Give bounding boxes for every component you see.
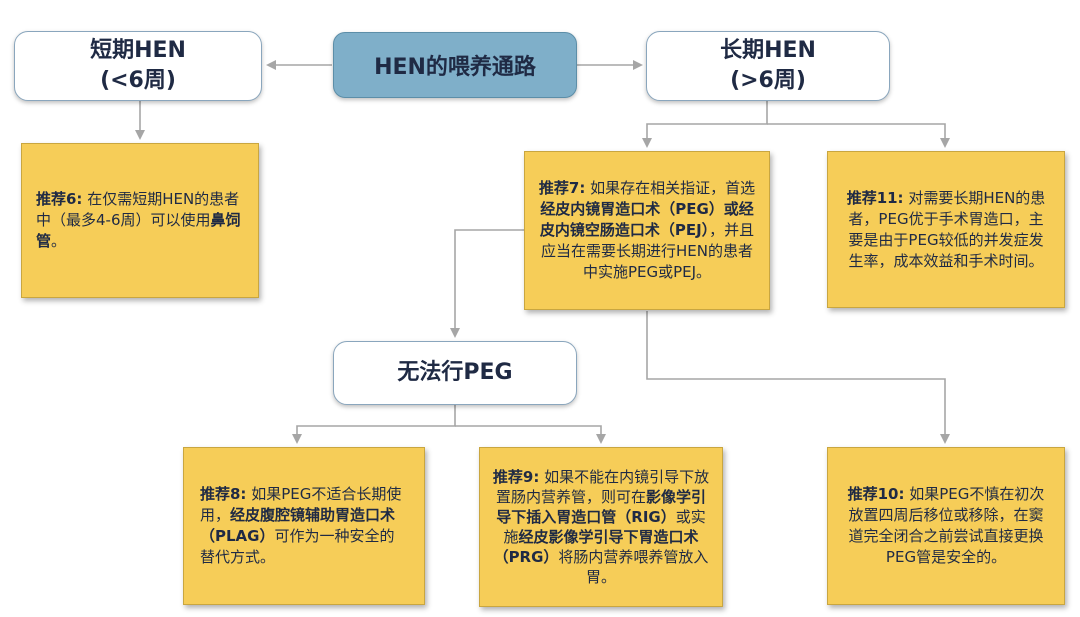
short-term-title: 短期HEN (90, 38, 186, 63)
no-peg-node: 无法行PEG (333, 341, 577, 405)
rec9-text2: 或实施 (503, 508, 706, 546)
rec7-label: 推荐7: (538, 179, 586, 197)
root-node: HEN的喂养通路 (333, 32, 577, 98)
recommendation-10: 推荐10: 如果PEG不慎在初次放置四周后移位或移除，在窦道完全闭合之前尝试直接… (827, 447, 1065, 605)
long-term-title: 长期HEN (720, 38, 816, 63)
rec9-text3: 将肠内营养喂养管放入胃。 (558, 548, 709, 586)
rec8-text2: 可作为一种安全的替代方式。 (200, 527, 395, 566)
rec6-label: 推荐6: (36, 190, 83, 208)
connector-long-split (642, 101, 768, 148)
recommendation-9: 推荐9: 如果不能在内镜引导下放置肠内营养管，则可在影像学引导下插入胃造口管（R… (479, 447, 723, 607)
recommendation-11: 推荐11: 对需要长期HEN的患者，PEG优于手术胃造口，主要是由于PEG较低的… (827, 151, 1065, 308)
connector-long-rec11 (767, 123, 950, 148)
rec10-text1: 如果PEG不慎在初次放置四周后移位或移除，在窦道完全闭合之前尝试直接更换PEG管… (848, 485, 1045, 566)
rec7-text2: ，并且应当在需要长期进行HEN的患者中实施PEG或PEJ。 (541, 221, 755, 281)
root-title: HEN的喂养通路 (374, 55, 536, 80)
rec6-emphasis: 鼻饲管 (36, 211, 241, 250)
rec8-emphasis: 经皮腹腔镜辅助胃造口术（PLAG） (200, 506, 396, 545)
short-term-node: 短期HEN (<6周) (14, 31, 262, 101)
recommendation-7: 推荐7: 如果存在相关指证，首选经皮内镜胃造口术（PEG）或经皮内镜空肠造口术（… (524, 151, 770, 310)
rec11-text1: 对需要长期HEN的患者，PEG优于手术胃造口，主要是由于PEG较低的并发症发生率… (848, 188, 1046, 270)
long-term-duration: (>6周) (730, 68, 806, 93)
recommendation-6: 推荐6: 在仅需短期HEN的患者中（最多4-6周）可以使用鼻饲管。 (21, 143, 259, 298)
rec6-text1: 在仅需短期HEN的患者中（最多4-6周）可以使用 (36, 190, 240, 229)
no-peg-title: 无法行PEG (397, 360, 513, 385)
rec9-emphasis-2: 经皮影像学引导下胃造口术（PRG） (493, 528, 699, 566)
rec8-label: 推荐8: (200, 485, 247, 503)
connector-nopeg-rec9 (455, 425, 606, 444)
rec6-text2: 。 (51, 232, 67, 250)
connector-rec7-rec10 (646, 311, 950, 444)
short-term-duration: (<6周) (100, 68, 176, 93)
connector-nopeg-split (292, 405, 456, 444)
connector-rec7-nopeg (450, 229, 524, 338)
recommendation-8: 推荐8: 如果PEG不适合长期使用，经皮腹腔镜辅助胃造口术（PLAG）可作为一种… (183, 447, 425, 605)
rec11-label: 推荐11: (846, 188, 904, 207)
rec7-text1: 如果存在相关指证，首选 (585, 179, 756, 197)
rec9-emphasis-1: 影像学引导下插入胃造口管（RIG） (496, 488, 707, 526)
rec9-text1: 如果不能在内镜引导下放置肠内营养管，则可在 (495, 468, 710, 506)
rec8-text1: 如果PEG不适合长期使用， (200, 485, 402, 524)
rec7-emphasis: 经皮内镜胃造口术（PEG）或经皮内镜空肠造口术（PEJ） (539, 200, 754, 239)
long-term-node: 长期HEN (>6周) (646, 31, 890, 101)
rec9-label: 推荐9: (492, 468, 540, 486)
rec10-label: 推荐10: (847, 485, 905, 503)
